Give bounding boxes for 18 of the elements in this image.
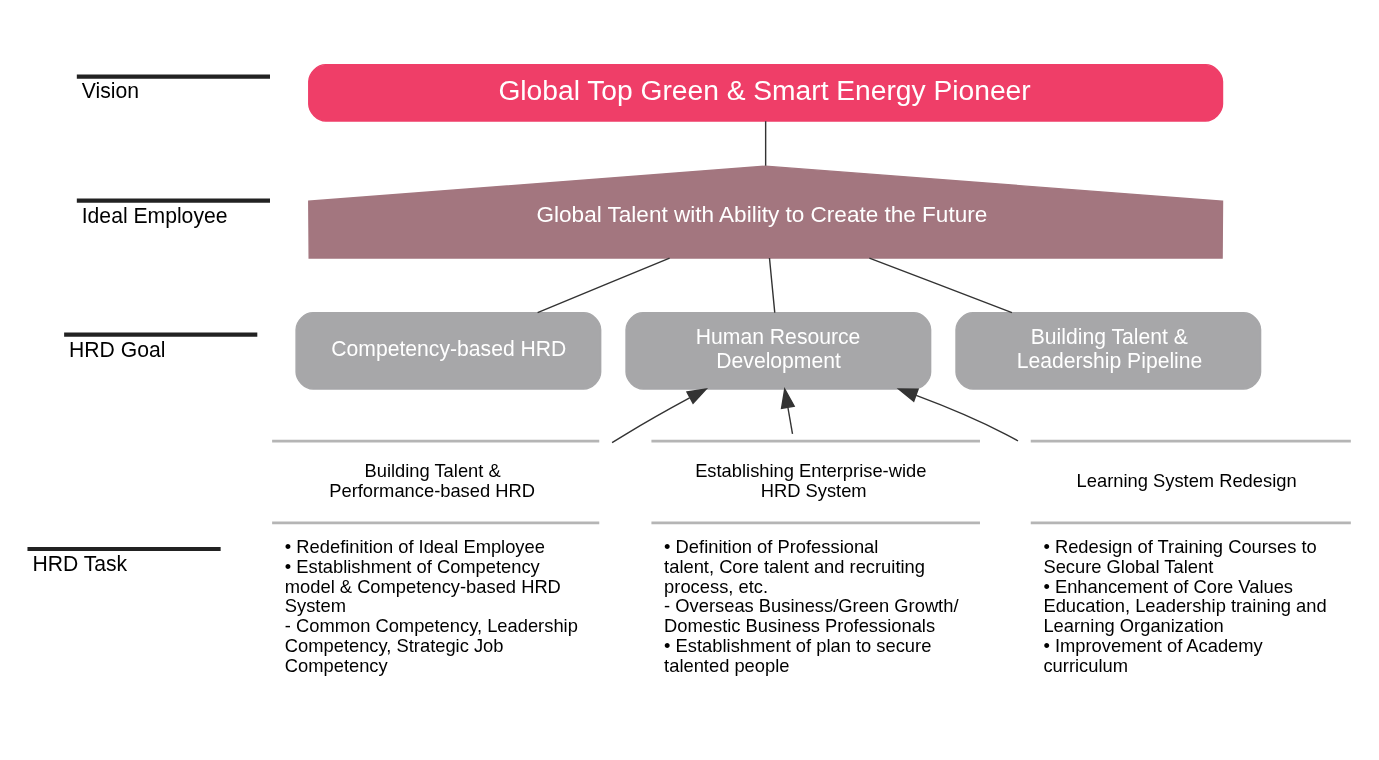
label: HRD Goal: [69, 337, 166, 361]
node-box: Building Talent & Leadership Pipeline: [955, 311, 1262, 390]
arrow: [780, 386, 796, 435]
connector: [768, 256, 776, 313]
node-box: Global Top Green & Smart Energy Pioneer: [308, 63, 1224, 122]
node-box: Human Resource Development: [625, 311, 932, 390]
arrow: [611, 387, 709, 443]
connector: [536, 256, 671, 313]
label: HRD Task: [32, 551, 128, 575]
arrow: [896, 387, 1019, 442]
connector: [868, 256, 1013, 313]
node-text: Learning System Redesign • Redesign of Training Courses to Secure Global Talent • Enhancement of Core Values Education, Leadership training and Learning Organization • Improvement of Academy curriculum: [1043, 469, 1327, 676]
connector: [764, 119, 767, 166]
node-text: Establishing Enterprise-wide HRD System • Definition of Professional talent, Core talent and recruiting process, etc. - Overseas Business/Green Growth/ Domestic Business Professionals • Establishment of plan to secure talented people: [664, 459, 959, 676]
label: Vision: [81, 78, 139, 102]
node-box: Competency-based HRD: [295, 311, 602, 390]
label: Ideal Employee: [81, 203, 228, 227]
node-text: Building Talent & Performance-based HRD • Redefinition of Ideal Employee • Establishment of Competency model & Competency-based HRD System - Common Competency, Leadership Competency, Strategic Job Competency: [284, 459, 578, 676]
